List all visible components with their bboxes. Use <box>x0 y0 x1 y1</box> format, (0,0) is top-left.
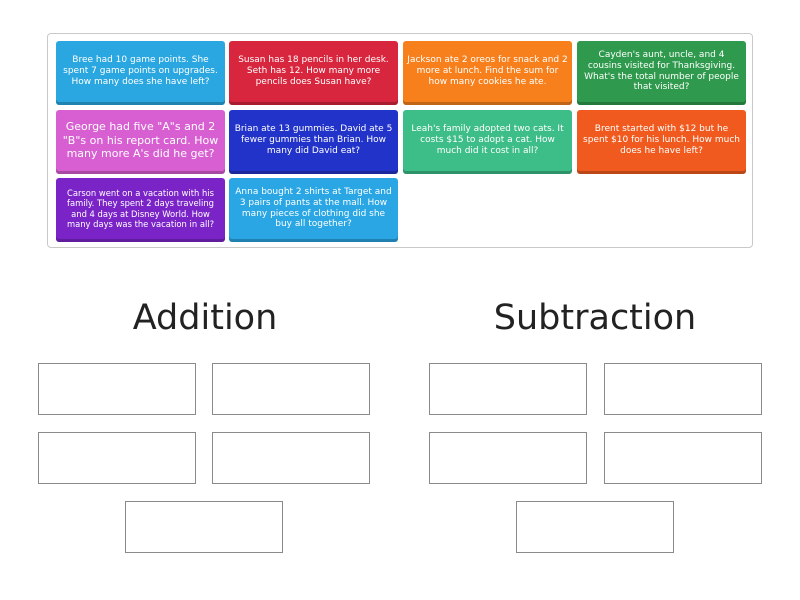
subtraction-heading: Subtraction <box>493 298 697 338</box>
card-bank: Bree had 10 game points. She spent 7 gam… <box>47 33 753 248</box>
card-anna-clothing[interactable]: Anna bought 2 shirts at Target and 3 pai… <box>229 178 398 242</box>
subtraction-drop-slot[interactable] <box>604 432 762 484</box>
card-brian-gummies[interactable]: Brian ate 13 gummies. David ate 5 fewer … <box>229 110 398 174</box>
addition-drop-slot[interactable] <box>125 501 283 553</box>
card-jackson-oreos[interactable]: Jackson ate 2 oreos for snack and 2 more… <box>403 41 572 105</box>
addition-drop-slot[interactable] <box>38 432 196 484</box>
card-text: Carson went on a vacation with his famil… <box>66 188 215 229</box>
subtraction-drop-slot[interactable] <box>429 363 587 415</box>
card-george-report-card[interactable]: George had five "A"s and 2 "B"s on his r… <box>56 110 225 174</box>
addition-drop-slot[interactable] <box>212 363 370 415</box>
subtraction-drop-slot[interactable] <box>604 363 762 415</box>
card-text: Cayden's aunt, uncle, and 4 cousins visi… <box>584 49 739 93</box>
card-leah-cats[interactable]: Leah's family adopted two cats. It costs… <box>403 110 572 174</box>
card-brent-lunch[interactable]: Brent started with $12 but he spent $10 … <box>577 110 746 174</box>
card-bree-game-points[interactable]: Bree had 10 game points. She spent 7 gam… <box>56 41 225 105</box>
subtraction-drop-slot[interactable] <box>429 432 587 484</box>
card-text: Brent started with $12 but he spent $10 … <box>583 124 740 156</box>
addition-heading: Addition <box>132 298 278 338</box>
addition-drop-slot[interactable] <box>212 432 370 484</box>
card-text: Susan has 18 pencils in her desk. Seth h… <box>238 55 389 87</box>
card-text: Jackson ate 2 oreos for snack and 2 more… <box>407 55 568 87</box>
card-text: Bree had 10 game points. She spent 7 gam… <box>63 55 218 87</box>
card-cayden-visitors[interactable]: Cayden's aunt, uncle, and 4 cousins visi… <box>577 41 746 105</box>
card-text: Leah's family adopted two cats. It costs… <box>411 124 564 156</box>
card-carson-vacation[interactable]: Carson went on a vacation with his famil… <box>56 178 225 242</box>
subtraction-drop-slot[interactable] <box>516 501 674 553</box>
card-text: Anna bought 2 shirts at Target and 3 pai… <box>235 186 392 230</box>
addition-drop-slot[interactable] <box>38 363 196 415</box>
card-susan-pencils[interactable]: Susan has 18 pencils in her desk. Seth h… <box>229 41 398 105</box>
card-text: George had five "A"s and 2 "B"s on his r… <box>62 120 219 161</box>
card-text: Brian ate 13 gummies. David ate 5 fewer … <box>234 124 393 156</box>
